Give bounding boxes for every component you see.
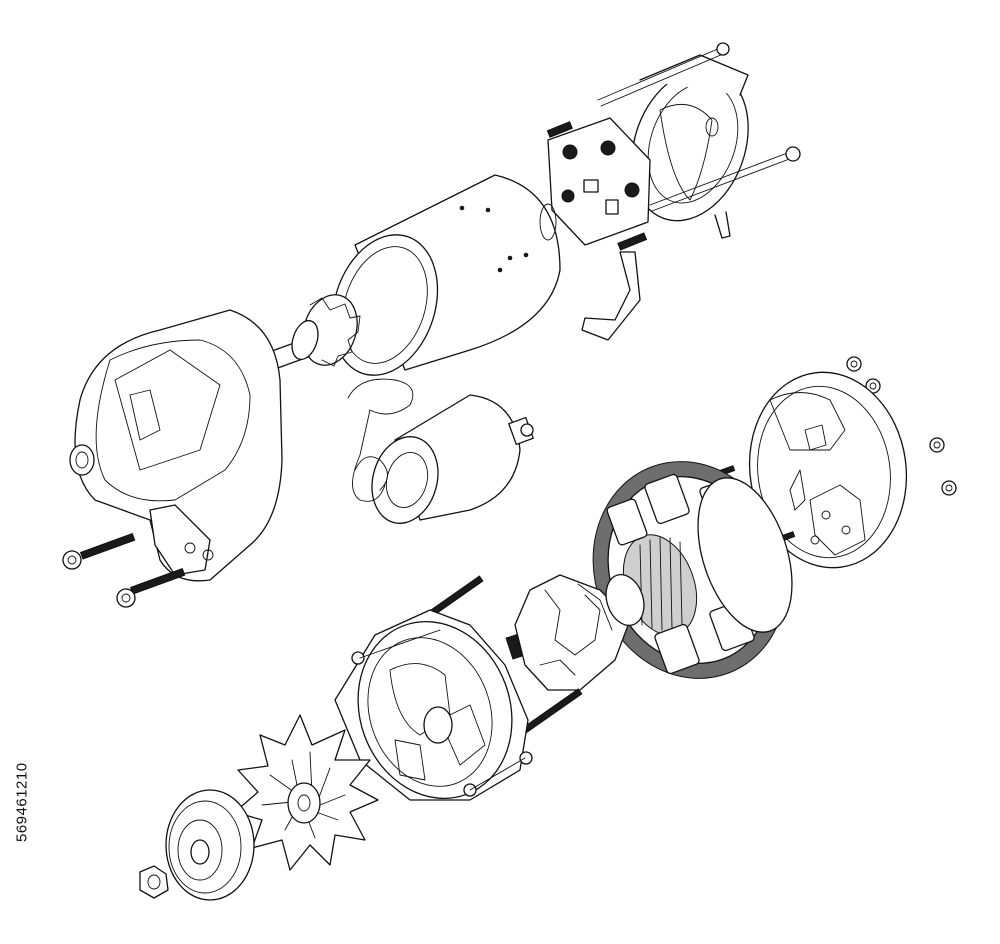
starter-field-housing [331,174,561,376]
starter-drive-housing [69,309,283,582]
starter-pinion-gear [261,294,361,373]
starter-solenoid [347,378,534,524]
starter-tie-bolts [597,42,801,212]
alternator-rear-housing [719,371,908,569]
alternator-fan [234,714,379,871]
starter-end-cap [631,54,749,239]
alternator-pulley-nut [139,865,169,899]
starter-mounting-bolts [62,532,186,608]
alternator-front-housing [334,575,583,801]
alternator-pulley [165,789,255,901]
stock-image-id: 569461210 [13,762,31,842]
alternator-stator [592,461,793,679]
starter-brush-plate [546,117,651,341]
alternator-nuts [846,356,957,496]
alternator-rotor [505,574,645,691]
